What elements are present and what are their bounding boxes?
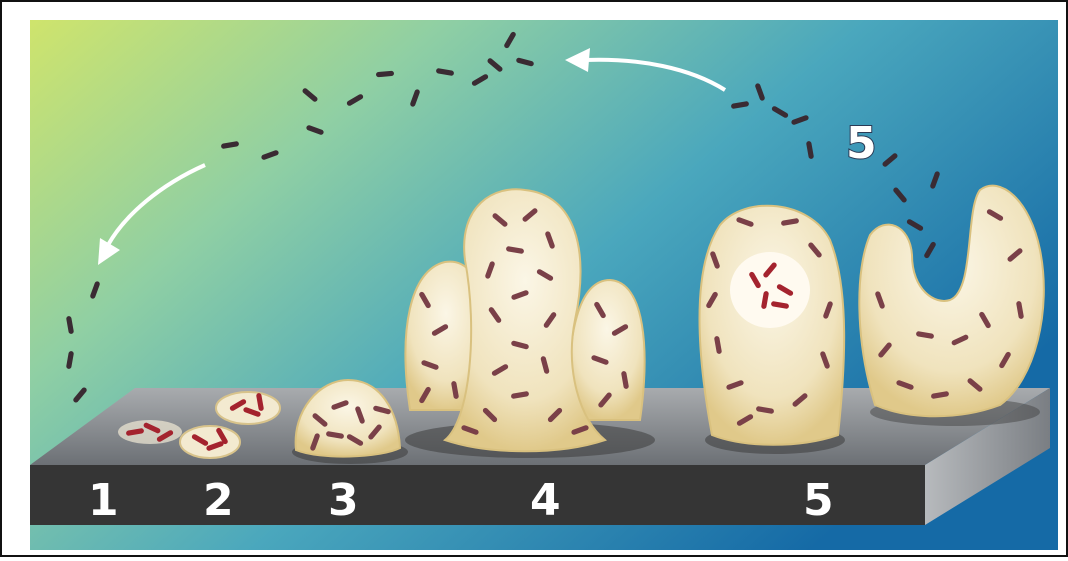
stage-label-1: 1 [88,475,119,526]
stage-1-attachment [118,420,182,444]
stage-label-3: 3 [328,475,359,526]
stage-label-2: 2 [203,475,234,526]
surface-front [30,465,925,525]
stage-label-4: 4 [530,475,561,526]
dispersal-label-5: 5 [846,118,877,169]
stage-label-5: 5 [803,475,834,526]
